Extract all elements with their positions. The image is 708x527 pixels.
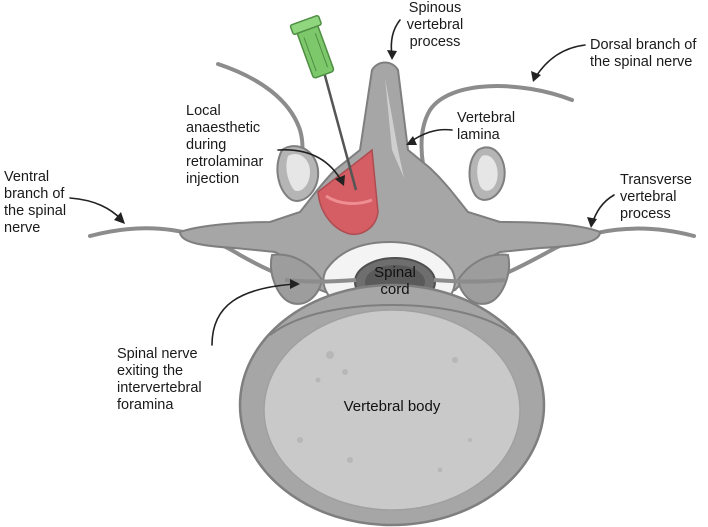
label-vertebral-lamina: Vertebral lamina (457, 110, 516, 143)
anaesthetic-pool (317, 148, 379, 236)
arrow-dorsal-branch (534, 44, 586, 79)
needle-hub (289, 14, 335, 79)
label-spinal-cord: Spinal cord (374, 264, 416, 298)
anaesthetic-highlight (325, 194, 373, 205)
posterior-arch (178, 61, 602, 306)
label-spinous-process: Spinous vertebral process (406, 0, 464, 50)
vertebral-body-top-edge (269, 303, 515, 336)
arrow-local-anaesthetic (277, 149, 343, 183)
arrow-spinal-nerve (211, 283, 296, 346)
needle-shaft (322, 71, 358, 191)
label-transverse-process: Transverse vertebral process (620, 172, 692, 222)
label-local-anaesthetic: Local anaesthetic during retrolaminar in… (186, 103, 264, 187)
dorsal-nerve-branch-right (419, 84, 574, 187)
articular-facet-right (477, 155, 498, 191)
arrow-ventral-branch (69, 197, 123, 221)
spinal-nerve-exiting-left (284, 278, 357, 284)
pedicle-right (456, 253, 510, 305)
spinal-nerve-exiting-right (433, 278, 506, 284)
label-dorsal-branch: Dorsal branch of the spinal nerve (590, 37, 697, 70)
label-spinal-nerve-exiting: Spinal nerve exiting the intervertebral … (117, 346, 202, 413)
label-vertebral-body: Vertebral body (343, 398, 441, 415)
trabecular-texture (297, 351, 472, 473)
articular-facet-left (286, 153, 310, 192)
label-ventral-branch: Ventral branch of the spinal nerve (4, 169, 67, 236)
arrow-vertebral-lamina (409, 128, 453, 143)
arrow-heads (114, 50, 597, 289)
